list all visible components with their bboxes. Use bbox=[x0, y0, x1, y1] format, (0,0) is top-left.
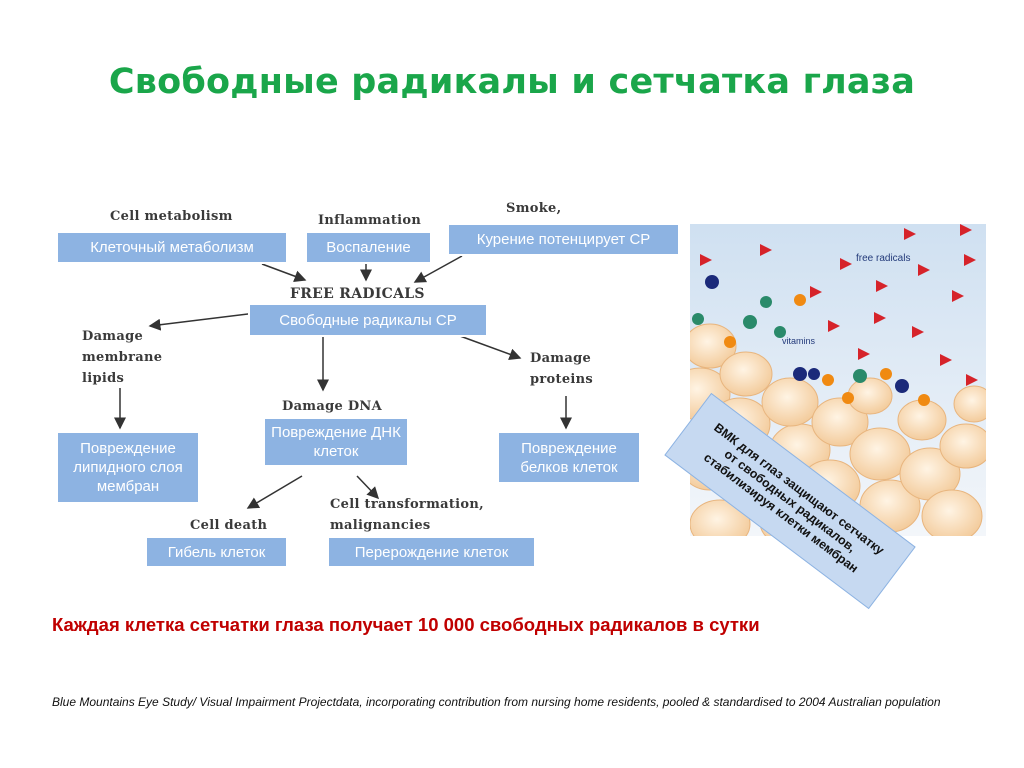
arrow-metabolism-to-radicals bbox=[261, 263, 307, 282]
daily-radicals-note: Каждая клетка сетчатки глаза получает 10… bbox=[52, 614, 760, 635]
free-radicals-caption: free radicals bbox=[856, 253, 910, 264]
box-cell-death-label: Гибель клеток bbox=[167, 543, 266, 561]
arrow-radicals-to-proteins bbox=[459, 335, 522, 361]
en-label-cell-metabolism: Cell metabolism bbox=[110, 209, 233, 224]
box-free-radicals: Свободные радикалы СР bbox=[248, 303, 488, 337]
vitamin-molecules bbox=[692, 275, 930, 406]
en-label-damage-membrane-lipids: Damage membrane lipids bbox=[82, 329, 163, 386]
box-dna-damage: Повреждение ДНК клеток bbox=[263, 417, 409, 467]
box-cell-death: Гибель клеток bbox=[145, 536, 288, 568]
box-cell-metabolism-label: Клеточный метаболизм bbox=[90, 239, 254, 256]
page-title: Свободные радикалы и сетчатка глаза bbox=[108, 62, 916, 102]
box-membrane-damage-label: Повреждение липидного слоя мембран bbox=[73, 440, 183, 495]
en-label-damage-proteins: Damage proteins bbox=[530, 351, 593, 387]
box-protein-damage-label: Повреждение белков клеток bbox=[520, 439, 618, 476]
box-inflammation-label: Воспаление bbox=[326, 239, 411, 256]
box-protein-damage: Повреждение белков клеток bbox=[497, 431, 641, 484]
box-cell-metabolism: Клеточный метаболизм bbox=[56, 231, 288, 264]
box-inflammation: Воспаление bbox=[305, 231, 432, 264]
en-label-free-radicals: FREE RADICALS bbox=[290, 286, 425, 302]
arrow-radicals-to-lipids bbox=[148, 312, 257, 331]
en-label-cell-death: Cell death bbox=[190, 518, 268, 533]
en-label-damage-dna: Damage DNA bbox=[282, 399, 383, 414]
en-label-inflammation: Inflammation bbox=[318, 213, 422, 228]
box-membrane-damage: Повреждение липидного слоя мембран bbox=[56, 431, 200, 504]
en-label-smoke: Smoke, bbox=[506, 201, 562, 216]
box-cell-degeneration: Перерождение клеток bbox=[327, 536, 536, 568]
box-smoking: Курение потенцирует СР bbox=[447, 223, 680, 256]
radical-triangles bbox=[700, 224, 978, 386]
arrow-dna-to-transformation bbox=[356, 475, 380, 500]
box-free-radicals-label: Свободные радикалы СР bbox=[279, 311, 457, 329]
arrow-smoke-to-radicals bbox=[413, 255, 463, 283]
box-dna-damage-label: Повреждение ДНК клеток bbox=[271, 424, 401, 460]
box-cell-degeneration-label: Перерождение клеток bbox=[354, 543, 509, 561]
en-label-cell-transformation: Cell transformation, malignancies bbox=[330, 497, 484, 533]
arrow-dna-to-death bbox=[246, 475, 303, 509]
box-smoking-label: Курение потенцирует СР bbox=[476, 231, 651, 248]
vitamins-caption: vitamins bbox=[782, 336, 816, 346]
source-citation: Blue Mountains Eye Study/ Visual Impairm… bbox=[52, 695, 941, 709]
